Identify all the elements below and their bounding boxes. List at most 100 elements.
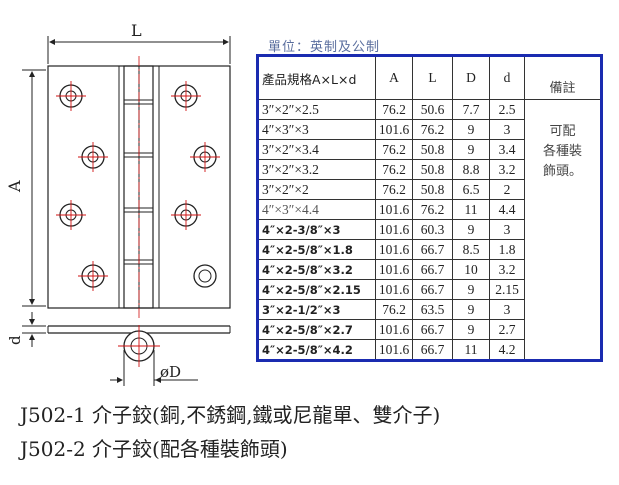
cell-D: 9 bbox=[452, 139, 490, 160]
header-model: 產品規格A×L×d bbox=[258, 56, 376, 100]
cell-L: 66.7 bbox=[412, 239, 453, 260]
cell-L: 66.7 bbox=[412, 319, 453, 340]
cell-L: 66.7 bbox=[412, 279, 453, 300]
cell-L: 60.3 bbox=[412, 219, 453, 240]
screw-hole bbox=[190, 142, 220, 172]
cell-model: 4″×3″×4.4 bbox=[258, 199, 376, 220]
cell-D: 9 bbox=[452, 299, 490, 320]
cell-model: 4″×2-5/8″×4.2 bbox=[258, 339, 376, 360]
cell-A: 101.6 bbox=[375, 279, 413, 300]
cell-D: 9 bbox=[452, 219, 490, 240]
cell-A: 76.2 bbox=[375, 139, 413, 160]
cell-d: 3.4 bbox=[489, 139, 525, 160]
dimension-A: A bbox=[5, 69, 46, 307]
cell-L: 50.6 bbox=[412, 99, 453, 120]
cell-D: 8.5 bbox=[452, 239, 490, 260]
header-d: d bbox=[489, 56, 525, 100]
cell-d: 4.4 bbox=[489, 199, 525, 220]
product-titles: J502-1 介子鉸(銅,不銹鋼,鐵或尼龍單、雙介子) J502-2 介子鉸(配… bbox=[20, 398, 440, 466]
cell-d: 2.7 bbox=[489, 319, 525, 340]
cell-D: 7.7 bbox=[452, 99, 490, 120]
cell-d: 3.2 bbox=[489, 159, 525, 180]
cell-d: 3 bbox=[489, 299, 525, 320]
screw-hole bbox=[171, 200, 201, 230]
header-L: L bbox=[412, 56, 453, 100]
cell-L: 50.8 bbox=[412, 159, 453, 180]
cell-model: 4″×2-5/8″×1.8 bbox=[258, 239, 376, 260]
cell-A: 76.2 bbox=[375, 99, 413, 120]
note-line: 飾頭。 bbox=[542, 164, 582, 179]
screw-hole bbox=[56, 81, 86, 111]
cell-A: 101.6 bbox=[375, 259, 413, 280]
cell-L: 50.8 bbox=[412, 179, 453, 200]
cell-model: 4″×2-5/8″×3.2 bbox=[258, 259, 376, 280]
header-D: D bbox=[452, 56, 490, 100]
cell-d: 2.5 bbox=[489, 99, 525, 120]
cell-L: 66.7 bbox=[412, 339, 453, 360]
unit-caption: 單位：英制及公制 bbox=[268, 40, 381, 55]
cell-model: 3″×2″×3.4 bbox=[258, 139, 376, 160]
note-line: 各種裝 bbox=[542, 144, 582, 159]
cell-L: 76.2 bbox=[412, 199, 453, 220]
side-view: d øD bbox=[6, 312, 231, 386]
cell-model: 4″×2-5/8″×2.7 bbox=[258, 319, 376, 340]
cell-d: 2.15 bbox=[489, 279, 525, 300]
cell-A: 101.6 bbox=[375, 219, 413, 240]
cell-D: 9 bbox=[452, 279, 490, 300]
screw-hole bbox=[171, 81, 201, 111]
title-line-1: J502-1 介子鉸(銅,不銹鋼,鐵或尼龍單、雙介子) bbox=[20, 403, 441, 427]
screw-hole bbox=[56, 200, 86, 230]
cell-L: 66.7 bbox=[412, 259, 453, 280]
cell-d: 3.2 bbox=[489, 259, 525, 280]
header-A: A bbox=[375, 56, 413, 100]
cell-A: 76.2 bbox=[375, 299, 413, 320]
cell-d: 3 bbox=[489, 119, 525, 140]
cell-d: 2 bbox=[489, 179, 525, 200]
cell-model: 4″×2-5/8″×2.15 bbox=[258, 279, 376, 300]
label-D: øD bbox=[160, 363, 181, 381]
cell-A: 76.2 bbox=[375, 179, 413, 200]
cell-model: 4″×3″×3 bbox=[258, 119, 376, 140]
label-L: L bbox=[131, 21, 142, 40]
label-d: d bbox=[6, 335, 24, 345]
screw-hole bbox=[78, 142, 108, 172]
cell-D: 6.5 bbox=[452, 179, 490, 200]
cell-A: 101.6 bbox=[375, 119, 413, 140]
cell-A: 101.6 bbox=[375, 199, 413, 220]
cell-model: 3″×2″×2.5 bbox=[258, 99, 376, 120]
table-header-row: 產品規格A×L×d A L D d 備註 bbox=[258, 56, 601, 100]
cell-model: 3″×2-1/2″×3 bbox=[258, 299, 376, 320]
cell-D: 11 bbox=[452, 339, 490, 360]
note-line: 可配 bbox=[549, 124, 576, 139]
screw-holes bbox=[56, 81, 220, 291]
cell-A: 101.6 bbox=[375, 239, 413, 260]
cell-L: 63.5 bbox=[412, 299, 453, 320]
cell-model: 3″×2″×2 bbox=[258, 179, 376, 200]
label-A: A bbox=[5, 180, 24, 193]
cell-L: 76.2 bbox=[412, 119, 453, 140]
title-line-2: J502-2 介子鉸(配各種裝飾頭) bbox=[20, 437, 288, 461]
cell-d: 4.2 bbox=[489, 339, 525, 360]
cell-model: 3″×2″×3.2 bbox=[258, 159, 376, 180]
cell-D: 9 bbox=[452, 119, 490, 140]
cell-D: 8.8 bbox=[452, 159, 490, 180]
cell-A: 101.6 bbox=[375, 339, 413, 360]
screw-hole bbox=[78, 261, 108, 291]
cell-D: 10 bbox=[452, 259, 490, 280]
cell-D: 9 bbox=[452, 319, 490, 340]
hinge-plates bbox=[47, 56, 231, 320]
screw-hole bbox=[193, 264, 217, 288]
